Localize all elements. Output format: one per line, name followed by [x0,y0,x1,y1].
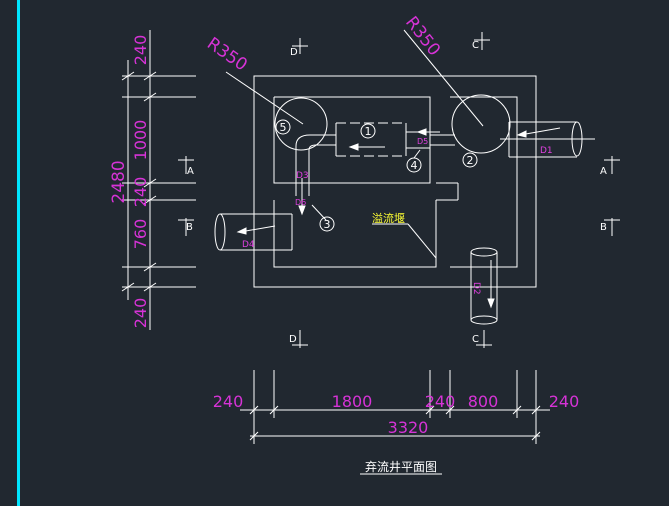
radius-label-left: R350 [203,34,251,76]
section-label-c-top: C [472,40,479,51]
section-b-left-mark [178,218,194,236]
elbow-pipe-outer [295,134,336,196]
vdim-seg-2: 1000 [131,120,150,161]
drawing-title: 弃流井平面图 [365,459,437,474]
right-chamber [450,96,518,268]
vdim-seg-4: 760 [131,219,150,250]
vdim-total: 2480 [109,160,129,203]
hdim-seg-3: 240 [425,392,456,411]
inner-chamber-lower [273,200,437,268]
section-c-bottom-mark [476,330,492,348]
hdim-extension-lines [253,370,537,444]
callout-5: 5 [280,121,287,134]
vdim-seg-1: 240 [131,35,150,66]
vdim-ticks [121,71,157,292]
callout-2: 2 [467,154,474,167]
dashed-pipe [336,122,406,157]
hdim-total: 3320 [388,418,429,437]
callout-1: 1 [365,125,372,138]
section-label-b-left: B [186,222,193,233]
radius-leader-right [403,29,484,127]
flow-arrows [236,127,561,309]
pipe-d2-bottom-end [470,315,498,325]
pipe-label-d2: D2 [471,282,481,295]
overflow-weir-label: 溢流堰 [372,211,405,225]
section-label-d-bottom: D [289,334,297,345]
section-label-b-right: B [600,222,607,233]
hdim-seg-4: 800 [468,392,499,411]
pipe-label-d5: D5 [417,137,428,146]
hdim-seg-2: 1800 [332,392,373,411]
outer-wall [253,75,537,288]
manhole-circle-left [274,97,328,151]
hdim-ticks [249,405,541,441]
section-a-left-mark [178,156,194,174]
vdim-extension-lines [122,75,196,288]
section-d-bottom-mark [292,330,308,348]
section-d-top-mark [292,38,308,54]
callout-4-leader [413,149,421,159]
manhole-circle-right [451,94,511,154]
viewport-edge-bar [17,0,20,506]
callout-circles [275,119,478,232]
section-label-d-top: D [290,47,298,58]
hdim-seg-5: 240 [549,392,580,411]
section-b-right-mark [604,218,620,236]
radius-leader-left [225,71,304,125]
pipe-d4-end [214,213,226,251]
vdim-seg-5: 240 [131,298,150,329]
section-a-right-mark [604,156,620,174]
inner-chamber-upper [273,96,431,184]
section-label-c-bottom: C [472,334,479,345]
section-c-top-mark [474,32,490,50]
pipe-label-d1: D1 [540,146,553,156]
hdim-seg-1: 240 [213,392,244,411]
callout-4: 4 [411,159,418,172]
pipe-label-d3: D3 [296,171,309,181]
weir-leader [407,223,437,259]
section-label-a-left: A [187,166,194,177]
pipe-label-d4: D4 [242,240,255,250]
vdim-seg-3: 240 [131,177,150,208]
pipe-d2-top-end [470,247,498,257]
elbow-pipe-inner [308,144,336,196]
callout-3: 3 [324,218,331,231]
pipe-label-d6: D6 [295,198,306,207]
section-label-a-right: A [600,166,607,177]
